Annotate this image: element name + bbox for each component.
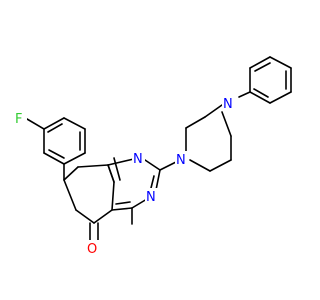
- bond-layer: [26, 56, 292, 243]
- piperazine-nitrogen-label: N: [176, 153, 186, 168]
- molecule-structure: F N N N N O: [14, 56, 292, 257]
- bond: [26, 118, 45, 130]
- bond: [111, 181, 115, 211]
- bond: [209, 159, 232, 172]
- atom-label-layer: F N N N N O: [14, 95, 235, 257]
- bond: [159, 161, 177, 171]
- bond: [115, 201, 131, 205]
- bond: [253, 88, 269, 98]
- bond: [189, 159, 211, 172]
- bond: [155, 169, 161, 191]
- bond: [111, 207, 133, 211]
- bond: [249, 56, 271, 69]
- pyrimidine-nitrogen-label: N: [146, 190, 156, 205]
- bond: [47, 123, 63, 133]
- bond: [249, 91, 271, 104]
- bond: [254, 62, 271, 72]
- bond: [93, 209, 113, 224]
- bond: [221, 111, 232, 137]
- bond: [63, 152, 86, 165]
- bond: [204, 104, 223, 118]
- bond: [107, 164, 115, 183]
- bond: [48, 149, 65, 159]
- fluorine-atom-label: F: [15, 112, 22, 127]
- bond: [43, 152, 65, 165]
- bond: [63, 166, 79, 181]
- pyrimidine-nitrogen-label: N: [133, 152, 143, 167]
- bond: [150, 175, 155, 189]
- piperazine-nitrogen-label: N: [223, 97, 233, 112]
- bond: [63, 117, 86, 130]
- bond: [185, 116, 206, 129]
- bond: [238, 91, 251, 98]
- molecule-canvas: F N N N N O: [14, 56, 292, 257]
- bond: [131, 198, 148, 209]
- bond: [113, 157, 121, 181]
- bond: [269, 56, 292, 69]
- bond: [43, 117, 65, 130]
- carbonyl-oxygen-label: O: [87, 242, 97, 257]
- bond: [75, 209, 95, 224]
- bond: [77, 164, 109, 168]
- bond: [269, 91, 292, 104]
- bond: [63, 179, 77, 211]
